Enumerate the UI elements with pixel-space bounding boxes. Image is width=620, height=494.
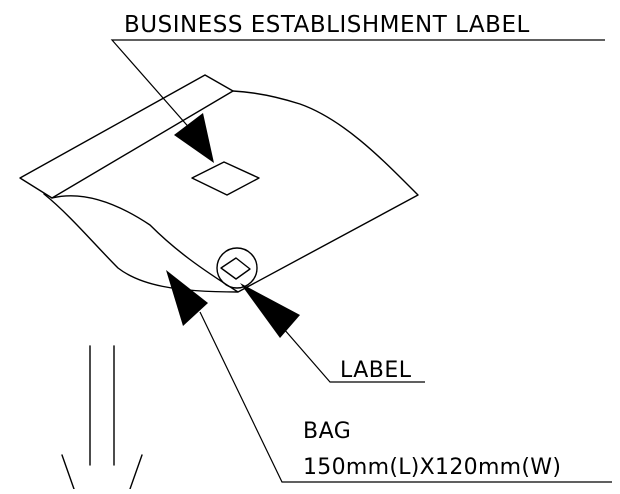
label-leader <box>240 283 425 383</box>
bag-size-text: 150mm(L)X120mm(W) <box>303 455 561 480</box>
business-establishment-label-patch <box>191 161 260 196</box>
business-label-leader <box>110 39 605 163</box>
bag-title-text: BAG <box>303 419 351 444</box>
label-text: LABEL <box>340 358 412 383</box>
direction-arrow <box>61 345 143 490</box>
label-square <box>220 257 251 280</box>
label-circle <box>216 247 258 289</box>
business-establishment-label-text: BUSINESS ESTABLISHMENT LABEL <box>124 12 530 38</box>
bag-leader <box>166 270 612 483</box>
label-marker <box>216 247 258 289</box>
